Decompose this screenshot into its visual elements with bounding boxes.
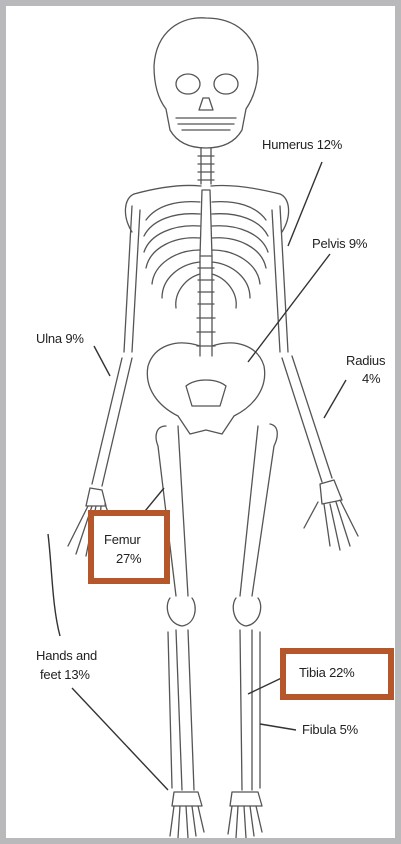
fibula-leader (260, 724, 296, 730)
cervical-spine (198, 148, 214, 184)
tibia-label: Tibia 22% (299, 665, 355, 681)
nose (199, 98, 213, 110)
radius-label-pct: 4% (362, 371, 380, 387)
hands-feet-leader (72, 688, 168, 790)
pelvis-label: Pelvis 9% (312, 236, 367, 252)
hands-feet-label-line2: feet 13% (40, 667, 90, 683)
right-radius (282, 358, 322, 482)
ulna-label: Ulna 9% (36, 331, 84, 347)
skeleton-drawing (6, 6, 395, 838)
femur-label-name: Femur (104, 532, 141, 548)
right-humerus (272, 206, 288, 352)
radius-label-name: Radius (346, 353, 385, 369)
radius-leader (324, 380, 346, 418)
jaw (176, 118, 236, 130)
left-knee (167, 598, 195, 626)
fibula-label: Fibula 5% (302, 722, 358, 738)
right-hand (304, 480, 358, 550)
right-tibia (240, 630, 252, 790)
left-fibula (168, 632, 172, 788)
right-ulna (292, 356, 332, 478)
left-scapula (125, 194, 134, 232)
pelvis-bone (147, 343, 264, 434)
sternum (200, 190, 212, 256)
femur-label-pct: 27% (116, 551, 141, 567)
skull (154, 18, 258, 148)
lumbar-spine (197, 256, 215, 356)
right-foot (228, 792, 262, 838)
pelvis-leader (248, 254, 330, 362)
right-eye-socket (214, 74, 238, 94)
humerus-leader (288, 162, 322, 246)
ulna-leader (94, 346, 110, 376)
left-foot (170, 792, 204, 838)
right-knee (233, 598, 260, 626)
skeleton-diagram: Humerus 12% Pelvis 9% Ulna 9% Radius 4% … (6, 6, 395, 838)
hands-feet-bracket (48, 534, 60, 636)
left-humerus (124, 206, 140, 352)
right-femur (240, 424, 277, 596)
left-eye-socket (176, 74, 200, 94)
hands-feet-label-line1: Hands and (36, 648, 97, 664)
humerus-label: Humerus 12% (262, 137, 342, 153)
left-tibia (176, 630, 194, 790)
